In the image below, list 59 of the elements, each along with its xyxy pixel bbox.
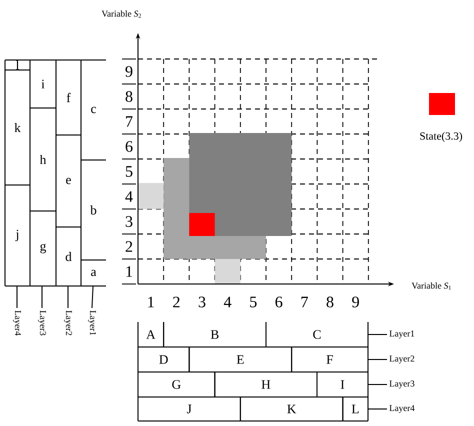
layer-cell: A — [138, 322, 164, 348]
tick-label: 5 — [126, 166, 132, 177]
tick-label: 9 — [126, 66, 132, 77]
layer-cell: j — [4, 184, 30, 286]
tick-label: 4 — [224, 296, 232, 308]
layer-cell: B — [163, 322, 266, 348]
leader-line — [368, 359, 388, 360]
tick-label: 7 — [126, 116, 133, 127]
layer-label: Layer4 — [13, 310, 21, 336]
tick-label: 1 — [148, 296, 154, 308]
leader-line — [368, 334, 388, 335]
layer-cell: c — [80, 60, 106, 160]
axis-label: Variable S$_{2}$ — [102, 10, 141, 18]
layer-cell: h — [30, 108, 56, 212]
leader-line — [16, 286, 18, 308]
layer-label: Layer2 — [64, 310, 72, 336]
layer-cell: f — [56, 60, 82, 136]
layer-cell: E — [188, 346, 292, 372]
tick-label: 2 — [126, 241, 132, 252]
legend-label: State(3.3) — [420, 132, 462, 142]
layer-cell: L — [342, 396, 368, 422]
tick-label: 1 — [126, 266, 132, 277]
tick-label: 6 — [126, 141, 133, 152]
layer-cell: b — [80, 160, 106, 260]
leader-line — [368, 408, 388, 410]
layer-cell: J — [138, 396, 241, 422]
layer-cell: H — [214, 372, 318, 398]
layer-cell: i — [30, 60, 56, 108]
layer-cell: g — [30, 210, 56, 286]
layer-cell: I — [316, 372, 368, 398]
layer-cell: K — [240, 396, 344, 422]
tick-label: 8 — [326, 296, 334, 308]
layer-cell: F — [291, 346, 368, 372]
layer-cell: k — [4, 70, 30, 186]
layer-label: Layer4 — [389, 405, 415, 413]
layer-label: Layer3 — [389, 380, 414, 388]
tick-label: 8 — [126, 91, 132, 102]
layer-label: Layer3 — [38, 310, 46, 336]
tick-label: 3 — [198, 296, 206, 308]
leader-line — [368, 384, 388, 385]
layer-cell: l — [4, 60, 30, 70]
layer-cell: D — [138, 346, 190, 372]
leader-line — [92, 286, 94, 308]
tick-label: 2 — [173, 296, 180, 308]
tick-label: 6 — [276, 296, 282, 308]
tick-label: 4 — [125, 191, 133, 202]
layer-cell: e — [56, 134, 82, 228]
tick-label: 5 — [250, 296, 257, 308]
tick-label: 9 — [352, 296, 359, 308]
layer-cell: G — [138, 372, 216, 398]
tick-label: 3 — [126, 216, 132, 227]
layer-cell: a — [80, 260, 106, 286]
layer-label: Layer2 — [389, 356, 414, 364]
layer-label: Layer1 — [88, 310, 96, 336]
tick-label: 7 — [301, 296, 308, 308]
layer-label: Layer1 — [389, 330, 414, 338]
axis-label: Variable S$_{1}$ — [412, 282, 451, 290]
layer-cell: C — [266, 322, 368, 348]
layer-cell: d — [56, 226, 82, 286]
